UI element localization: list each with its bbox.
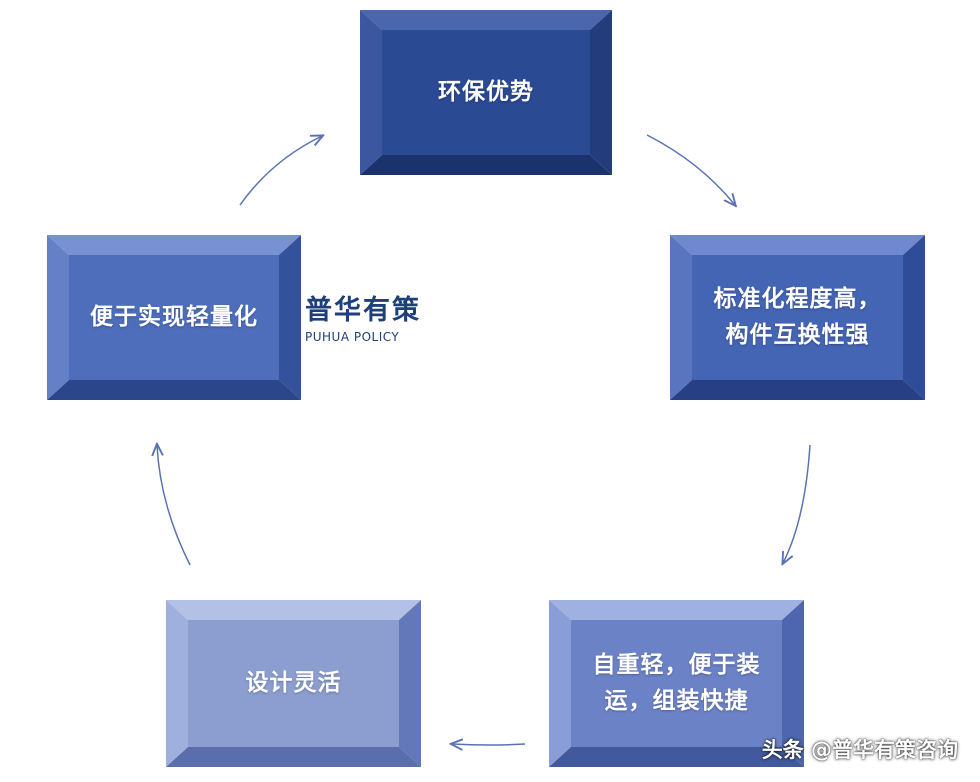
watermark: 头条 @普华有策咨询	[761, 738, 958, 762]
node-label: 自重轻，便于装 运，组装快捷	[592, 651, 761, 714]
node-label: 环保优势	[438, 78, 534, 105]
arrow-left-to-top	[239, 136, 322, 206]
node-light-weight-assembly: 自重轻，便于装 运，组装快捷	[549, 600, 804, 767]
arrow-bottom-right-to-bottom-left	[452, 744, 526, 745]
arrow-right-to-bottom-right	[783, 444, 811, 563]
node-lightweighting: 便于实现轻量化	[47, 235, 301, 400]
node-label: 标准化程度高， 构件互换性强	[713, 285, 882, 348]
arrow-bottom-left-to-left	[157, 445, 191, 566]
arrow-top-to-right	[646, 134, 735, 205]
node-environmental-advantage: 环保优势	[360, 10, 612, 175]
node-standardization: 标准化程度高， 构件互换性强	[670, 235, 925, 400]
logo-name-en: PUHUA POLICY	[305, 330, 400, 344]
company-logo: 普华有策 PUHUA POLICY	[305, 297, 445, 344]
node-flexible-design: 设计灵活	[166, 600, 421, 767]
node-label: 设计灵活	[245, 669, 342, 696]
node-label: 便于实现轻量化	[90, 303, 258, 330]
logo-name-cn: 普华有策	[305, 295, 421, 326]
